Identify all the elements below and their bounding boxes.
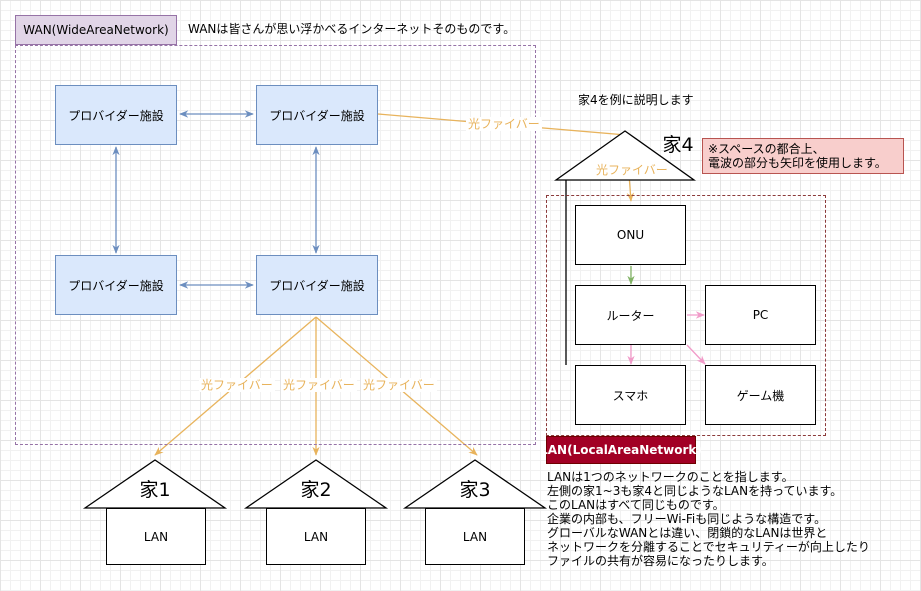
- lan-desc-line: ネットワークを分離することでセキュリティーが向上したり: [547, 540, 870, 554]
- fiber-label-house1: 光ファイバー: [199, 378, 275, 392]
- example-caption: 家4を例に説明します: [578, 93, 694, 107]
- house2-label: 家2: [300, 479, 332, 501]
- lan-desc-line: グローバルなWANとは違い、閉鎖的なLANは世界と: [547, 526, 828, 540]
- space-note: ※スペースの都合上、 電波の部分も矢印を使用します。: [702, 138, 904, 174]
- fiber-label-house4-line: 光ファイバー: [466, 117, 542, 131]
- wan-tag: WAN(WideAreaNetwork): [15, 15, 177, 45]
- provider-facility-bottom-right: プロバイダー施設: [256, 255, 378, 315]
- lan-description: LANは1つのネットワークのことを指します。 左側の家1~3も家4と同じようなL…: [547, 470, 887, 568]
- fiber-label-house3: 光ファイバー: [361, 378, 437, 392]
- house3-label: 家3: [459, 479, 491, 501]
- provider-facility-top-left: プロバイダー施設: [55, 85, 177, 145]
- lan-desc-line: このLANはすべて同じものです。: [547, 498, 725, 512]
- router-box: ルーター: [575, 285, 686, 345]
- onu-box: ONU: [575, 205, 686, 265]
- lan-desc-line: 左側の家1~3も家4と同じようなLANを持っています。: [547, 484, 843, 498]
- fiber-label-house2: 光ファイバー: [281, 378, 357, 392]
- house1-label: 家1: [139, 479, 171, 501]
- router-to-game-arrow: [686, 344, 706, 365]
- fiber-label-house4-roof: 光ファイバー: [596, 163, 668, 177]
- house2-lan-box: LAN: [266, 508, 366, 565]
- lan-frame: [546, 195, 826, 436]
- house4-label: 家4: [662, 134, 694, 156]
- house1-lan-box: LAN: [106, 508, 206, 565]
- pc-box: PC: [705, 285, 816, 345]
- smartphone-box: スマホ: [575, 365, 686, 425]
- provider-facility-bottom-left: プロバイダー施設: [55, 255, 177, 315]
- lan-desc-line: 企業の内部も、フリーWi-Fiも同じような構造です。: [547, 512, 827, 526]
- space-note-line1: ※スペースの都合上、: [708, 142, 825, 156]
- lan-desc-line: ファイルの共有が容易になったりします。: [547, 554, 774, 568]
- wan-description: WANは皆さんが思い浮かべるインターネットそのものです。: [188, 22, 516, 36]
- space-note-line2: 電波の部分も矢印を使用します。: [708, 156, 887, 170]
- lan-desc-line: LANは1つのネットワークのことを指します。: [547, 470, 794, 484]
- provider-facility-top-right: プロバイダー施設: [256, 85, 378, 145]
- lan-tag: LAN(LocalAreaNetwork): [540, 436, 702, 464]
- house4-roof: [553, 130, 697, 181]
- game-console-box: ゲーム機: [705, 365, 816, 425]
- wan-frame: [15, 45, 536, 445]
- house3-lan-box: LAN: [425, 508, 525, 565]
